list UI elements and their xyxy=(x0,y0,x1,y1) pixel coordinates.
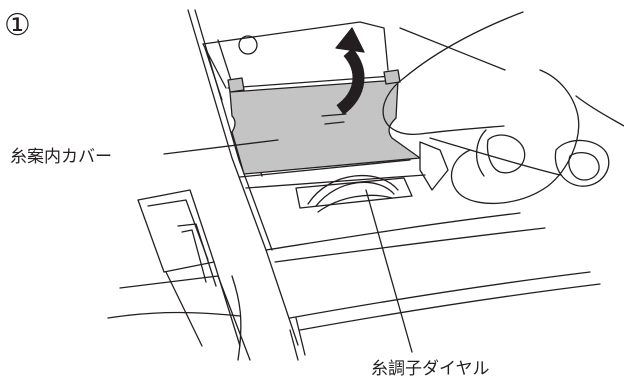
thread-guide-cover-label: 糸案内カバー xyxy=(10,147,112,167)
machine-body-outline xyxy=(187,9,601,361)
lift-arrow xyxy=(335,27,365,115)
machine-left-part xyxy=(107,189,251,361)
step-number: ① xyxy=(4,8,31,43)
thread-tension-dial-label: 糸調子ダイヤル xyxy=(371,359,490,379)
leader-line-cover xyxy=(163,139,279,155)
thread-tension-dial xyxy=(295,174,413,213)
thread-guide-cover xyxy=(227,69,421,175)
top-housing xyxy=(202,21,393,89)
hand xyxy=(382,11,624,205)
leader-line-dial xyxy=(365,189,413,353)
